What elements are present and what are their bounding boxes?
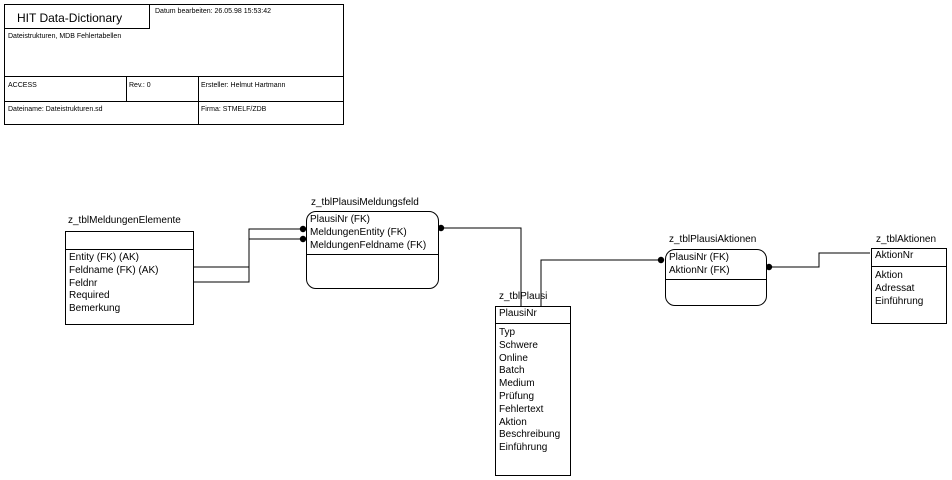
attribute-item: Required	[69, 290, 110, 302]
attribute-item: MeldungenEntity (FK)	[310, 226, 407, 238]
filename: Dateiname: Dateistrukturen.sd	[8, 106, 103, 113]
cardinality-dot	[765, 263, 773, 271]
attribute-item: Einführung	[499, 442, 548, 454]
attribute-item: Feldnr	[69, 277, 98, 289]
attribute-item: Entity (FK) (AK)	[69, 252, 140, 263]
key-list: PlausiNr (FK)MeldungenEntity (FK)Meldung…	[310, 214, 436, 252]
entity-plausi-aktionen[interactable]: PlausiNr (FK)AktionNr (FK)	[665, 249, 767, 306]
key-list: AktionNr	[875, 250, 944, 263]
company: Firma: STMELF/ZDB	[201, 106, 267, 113]
entity-name-plausi: z_tblPlausi	[499, 291, 548, 302]
attribute-item: Fehlertext	[499, 403, 544, 415]
key-area: PlausiNr	[496, 307, 570, 324]
attribute-item: Online	[499, 352, 528, 364]
entity-name-aktionen: z_tblAktionen	[876, 234, 937, 245]
author: Ersteller: Helmut Hartmann	[201, 82, 286, 89]
key-list: PlausiNr	[499, 308, 568, 321]
entity-meldungen-elemente[interactable]: Entity (FK) (AK)Feldname (FK) (AK)Feldnr…	[65, 231, 194, 325]
attribute-item: PlausiNr (FK)	[310, 214, 371, 225]
divider-col-a	[126, 76, 127, 101]
attribute-item: Aktion	[499, 416, 527, 428]
attribute-item: Aktion	[875, 270, 903, 281]
attribute-item: Schwere	[499, 339, 538, 351]
key-area: AktionNr	[872, 249, 946, 267]
description: Dateistrukturen, MDB Fehlertabellen	[8, 33, 122, 40]
attribute-item: Medium	[499, 378, 535, 390]
entity-name-plausi-aktionen: z_tblPlausiAktionen	[669, 234, 757, 245]
attribute-item: Typ	[499, 327, 516, 338]
divider-row-1	[5, 76, 343, 77]
attribute-item: PlausiNr (FK)	[669, 252, 730, 263]
attribute-item: AktionNr (FK)	[669, 264, 730, 276]
cardinality-dot	[657, 256, 665, 264]
attribute-item: Batch	[499, 365, 525, 377]
divider-col-b	[198, 76, 199, 125]
revision: Rev.: 0	[129, 82, 151, 89]
attribute-item: Adressat	[875, 282, 915, 294]
cardinality-dot	[299, 225, 307, 233]
rel-elemente-meldungsfeld-2	[193, 238, 305, 283]
attribute-item: MeldungenFeldname (FK)	[310, 239, 427, 251]
key-area	[66, 232, 193, 250]
attribute-item: Feldname (FK) (AK)	[69, 264, 159, 276]
entity-name-plausi-meldungsfeld: z_tblPlausiMeldungsfeld	[311, 197, 419, 208]
rel-aktionen-plausiaktionen	[769, 252, 870, 268]
attribute-item: Bemerkung	[69, 303, 121, 315]
key-area: PlausiNr (FK)MeldungenEntity (FK)Meldung…	[307, 212, 438, 255]
rel-meldungsfeld-plausi	[441, 227, 522, 335]
attribute-list: Entity (FK) (AK)Feldname (FK) (AK)Feldnr…	[69, 252, 191, 316]
attribute-item: Einführung	[875, 295, 924, 307]
title-cell: HIT Data-Dictionary	[5, 5, 150, 29]
date-edited: Datum bearbeiten: 26.05.98 15:53:42	[155, 8, 271, 15]
cardinality-dot	[437, 224, 445, 232]
attribute-item: PlausiNr	[499, 308, 537, 319]
divider-row-2	[5, 101, 343, 102]
attribute-item: AktionNr	[875, 250, 914, 261]
key-list: PlausiNr (FK)AktionNr (FK)	[669, 252, 764, 278]
key-area: PlausiNr (FK)AktionNr (FK)	[666, 250, 766, 280]
attribute-item: Prüfung	[499, 390, 535, 402]
title-block: HIT Data-Dictionary Datum bearbeiten: 26…	[4, 4, 344, 125]
cardinality-dot	[299, 235, 307, 243]
app-title: HIT Data-Dictionary	[17, 11, 123, 25]
database: ACCESS	[8, 82, 37, 89]
entity-name-meldungen-elemente: z_tblMeldungenElemente	[68, 215, 181, 226]
entity-plausi-meldungsfeld[interactable]: PlausiNr (FK)MeldungenEntity (FK)Meldung…	[306, 211, 439, 289]
attribute-item: Beschreibung	[499, 429, 561, 441]
